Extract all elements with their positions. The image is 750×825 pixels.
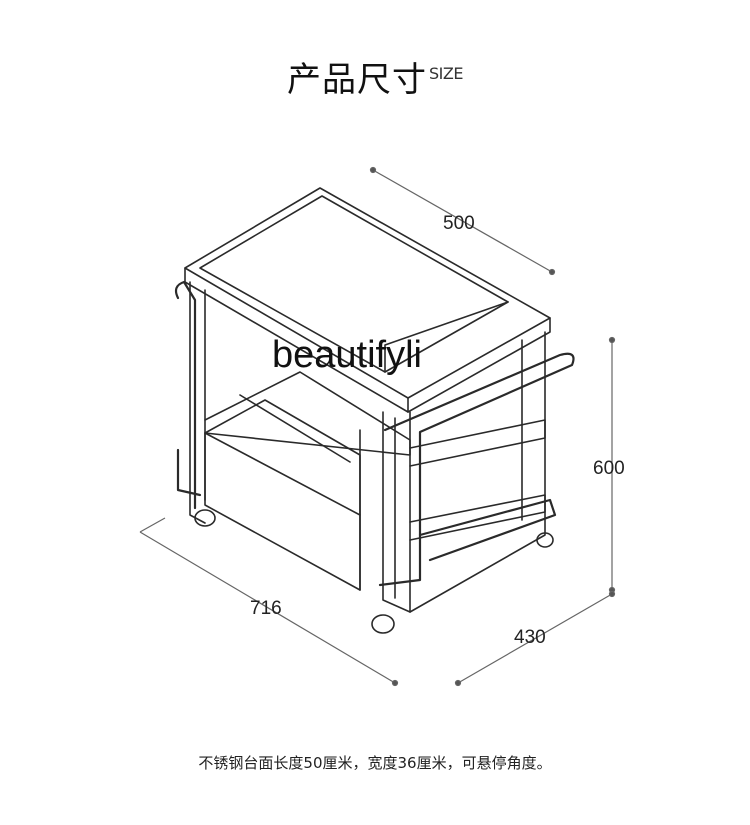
top-slab-front [184,267,409,413]
title-sub: SIZE [429,64,463,83]
drawer-box [204,432,361,591]
cart-drawing [174,187,575,634]
dim-line-depth [457,593,613,684]
caption: 不锈钢台面长度50厘米，宽度36厘米，可悬停角度。 [198,754,552,772]
handle-right-lower [418,498,557,562]
dim-tick [139,517,166,533]
caster-left [194,509,216,527]
dim-point [548,268,556,276]
top-slab-right [407,317,551,413]
middle-shelf-edge [239,394,351,463]
dim-label-height: 600 [593,458,625,479]
dimension-lines [139,166,616,687]
watermark: beautifyli [272,334,422,376]
dim-point [608,590,616,598]
dim-point [608,336,616,344]
title-main: 产品尺寸 [287,60,428,100]
handle-left-lower [176,448,202,497]
dim-label-width: 500 [443,213,475,234]
left-panel [189,281,206,524]
dim-line-length [139,531,396,684]
middle-shelf [204,371,411,456]
dim-label-length: 716 [250,598,282,619]
top-cavity [384,301,509,373]
handle-left [174,280,197,510]
dim-point [391,679,399,687]
handle-right [378,352,575,587]
caster-right [536,532,554,548]
right-side-panel [409,331,546,613]
drawer-top [204,399,361,516]
right-leg [382,411,411,613]
dim-label-depth: 430 [514,627,546,648]
dim-line-width [372,169,553,273]
caster-front [371,614,395,634]
dim-point [454,679,462,687]
dim-point [369,166,377,174]
